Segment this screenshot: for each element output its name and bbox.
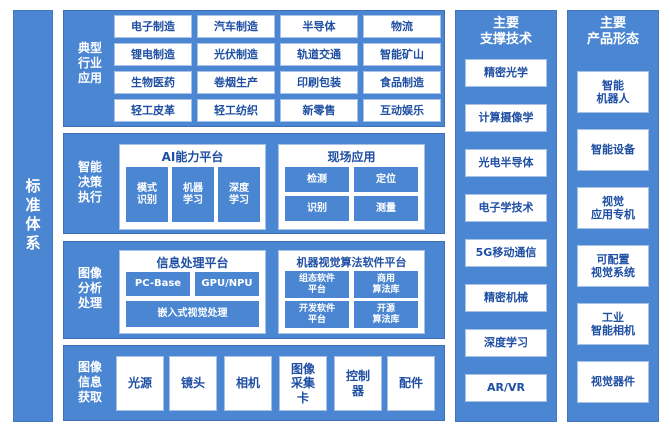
ai-item: 机器 学习 — [172, 167, 214, 222]
mv-item: 组态软件 平台 — [285, 271, 349, 298]
mv-platform-box: 机器视觉算法软件平台 组态软件 平台商用 算法库开发软件 平台开源 算法库 — [278, 250, 425, 334]
field-app-box: 现场应用 检测定位识别测量 — [278, 144, 425, 230]
support-tech-item: 精密光学 — [465, 59, 547, 87]
industry-cell: 汽车制造 — [197, 15, 275, 38]
industry-cell: 物流 — [363, 15, 441, 38]
support-tech-item: 光电半导体 — [465, 149, 547, 177]
product-item: 视觉器件 — [577, 361, 649, 403]
support-tech-item: AR/VR — [465, 374, 547, 402]
support-tech-item: 深度学习 — [465, 329, 547, 357]
standard-system-bar: 标准体系 — [13, 10, 53, 422]
product-item: 智能设备 — [577, 129, 649, 171]
field-item: 测量 — [354, 196, 418, 221]
acquisition-item: 图像 采集 卡 — [279, 356, 327, 411]
product-item: 视觉 应用专机 — [577, 187, 649, 229]
industry-panel: 典型 行业 应用 电子制造汽车制造半导体物流锂电制造光伏制造轨道交通智能矿山生物… — [63, 10, 445, 127]
industry-cell: 电子制造 — [114, 15, 192, 38]
field-item: 检测 — [285, 167, 349, 192]
products-title: 主要 产品形态 — [586, 16, 639, 47]
acquisition-item: 光源 — [116, 356, 164, 411]
ai-item: 深度 学习 — [218, 167, 260, 222]
support-tech-item: 电子学技术 — [465, 194, 547, 222]
industry-cell: 食品制造 — [363, 71, 441, 94]
industry-cell: 锂电制造 — [114, 43, 192, 66]
product-item: 工业 智能相机 — [577, 303, 649, 345]
field-item: 定位 — [354, 167, 418, 192]
ai-platform-box: AI能力平台 模式 识别机器 学习深度 学习 — [119, 144, 266, 230]
industry-cell: 卷烟生产 — [197, 71, 275, 94]
ai-platform-title: AI能力平台 — [161, 150, 224, 164]
field-app-title: 现场应用 — [327, 150, 376, 164]
analysis-label: 图像 分析 处理 — [77, 266, 102, 310]
industry-cell: 互动娱乐 — [363, 99, 441, 122]
acquisition-item: 相机 — [224, 356, 272, 411]
industry-cell: 新零售 — [280, 99, 358, 122]
support-column: 主要 支撑技术 精密光学计算摄像学光电半导体电子学技术 5G移动通信精密机械深度学… — [455, 10, 557, 422]
industry-cell: 轨道交通 — [280, 43, 358, 66]
product-item: 可配置 视觉系统 — [577, 245, 649, 287]
acquisition-item: 控制 器 — [334, 356, 382, 411]
info-item: 嵌入式视觉处理 — [126, 301, 259, 327]
industry-cell: 半导体 — [280, 15, 358, 38]
product-item: 智能 机器人 — [577, 71, 649, 113]
support-tech-item: 精密机械 — [465, 284, 547, 312]
info-item: PC-Base — [126, 272, 190, 296]
field-item: 识别 — [285, 196, 349, 221]
acquisition-item: 镜头 — [169, 356, 217, 411]
mv-item: 开发软件 平台 — [285, 301, 349, 328]
industry-cell: 智能矿山 — [363, 43, 441, 66]
acquisition-item: 配件 — [387, 356, 435, 411]
mv-item: 商用 算法库 — [354, 271, 418, 298]
industry-label: 典型 行业 应用 — [77, 41, 102, 85]
mv-platform-title: 机器视觉算法软件平台 — [296, 256, 407, 269]
standard-system-label: 标准体系 — [23, 178, 42, 254]
industry-cell: 轻工皮革 — [114, 99, 192, 122]
info-item: GPU/NPU — [195, 272, 259, 296]
mv-item: 开源 算法库 — [354, 301, 418, 328]
support-tech-item: 计算摄像学 — [465, 104, 547, 132]
info-platform-title: 信息处理平台 — [156, 256, 229, 270]
acquisition-label: 图像 信息 获取 — [77, 360, 102, 404]
industry-cell: 轻工纺织 — [197, 99, 275, 122]
ai-item: 模式 识别 — [126, 167, 168, 222]
decision-label: 智能 决策 执行 — [77, 160, 102, 204]
industry-cell: 生物医药 — [114, 71, 192, 94]
products-column: 主要 产品形态 智能 机器人智能设备视觉 应用专机可配置 视觉系统工业 智能相机… — [567, 10, 659, 422]
decision-panel: 智能 决策 执行 AI能力平台 模式 识别机器 学习深度 学习 现场应用 检测定… — [63, 133, 445, 234]
acquisition-panel: 图像 信息 获取 光源镜头相机图像 采集 卡控制 器配件 — [63, 345, 445, 421]
industry-cell: 光伏制造 — [197, 43, 275, 66]
support-title: 主要 支撑技术 — [479, 16, 532, 47]
industry-cell: 印刷包装 — [280, 71, 358, 94]
support-tech-item: 5G移动通信 — [465, 239, 547, 267]
